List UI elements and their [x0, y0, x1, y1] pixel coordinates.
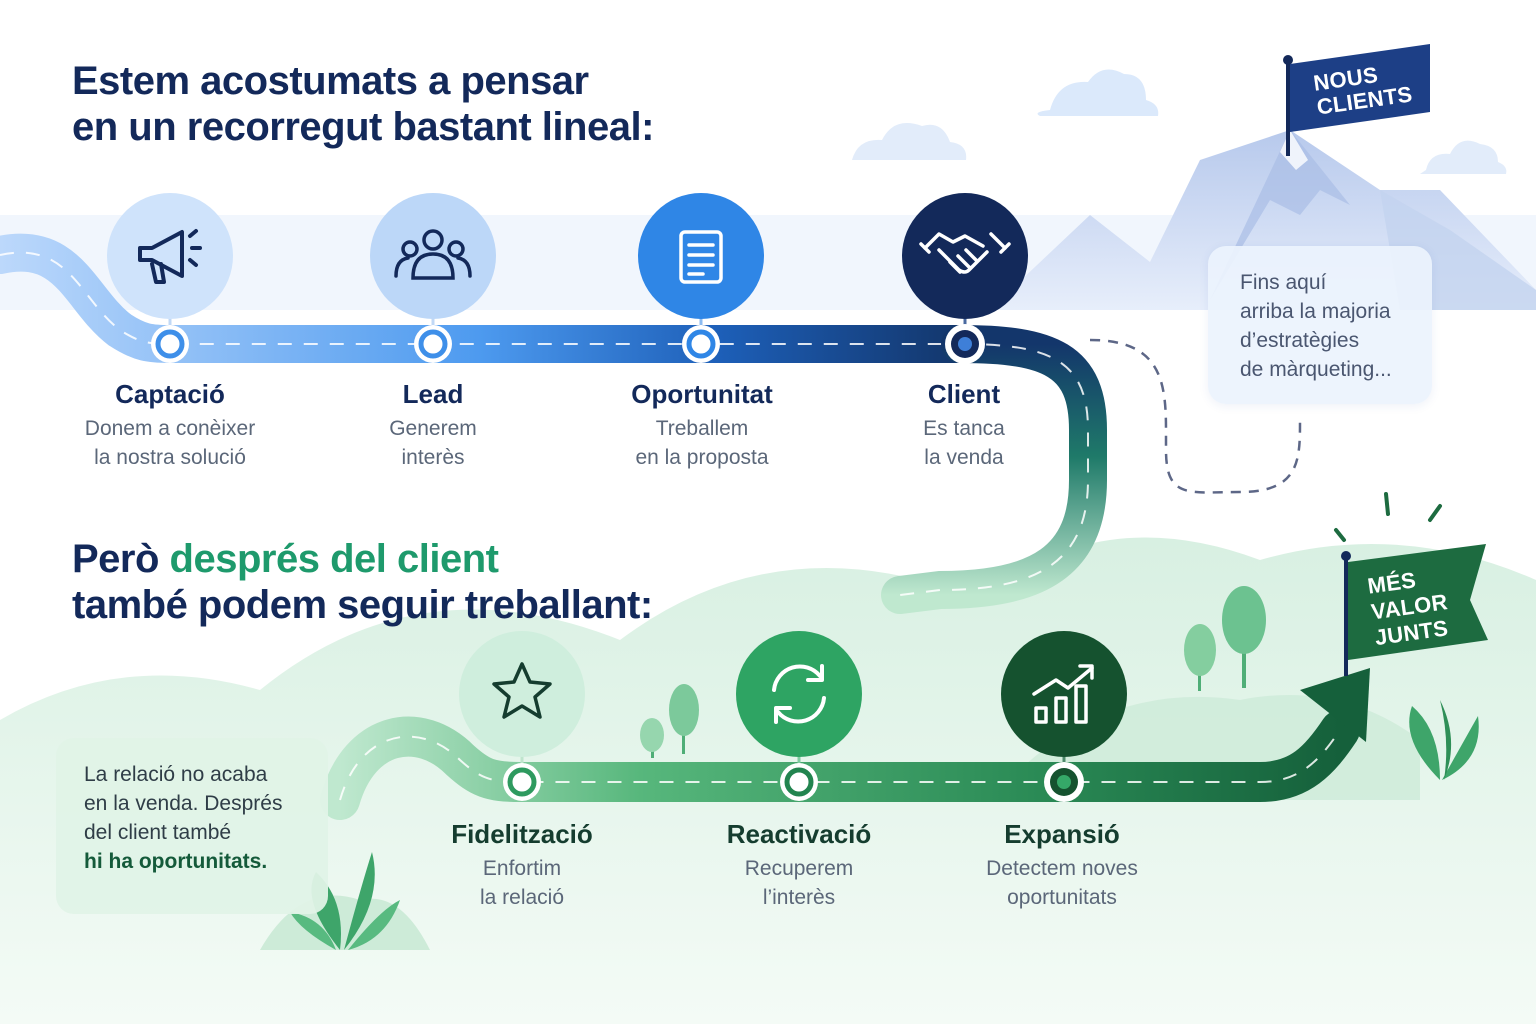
headline-top-line1: Estem acostumats a pensar: [72, 59, 589, 103]
stage-circle-reactivacio: [736, 631, 862, 768]
stage-title: Expansió: [1004, 819, 1120, 849]
stage-circle-oportunitat: [638, 193, 764, 330]
stage-oportunitat: Oportunitat Treballem en la proposta: [572, 378, 832, 472]
stage-circle-lead: [370, 193, 496, 330]
flag-mes-valor-junts: [1334, 492, 1488, 676]
tree: [669, 684, 699, 754]
headline-top-line2: en un recorregut bastant lineal:: [72, 105, 654, 149]
stage-desc-line: Recuperem: [744, 857, 854, 880]
sparkle-lines-icon: [1334, 492, 1442, 542]
stage-desc-line: interès: [401, 446, 465, 469]
document-icon: [679, 230, 723, 284]
road-node: [780, 763, 818, 801]
growth-chart-icon: [1032, 664, 1094, 724]
stage-title: Reactivació: [726, 819, 872, 849]
flag-mes-valor-junts-text: MÉS VALOR JUNTS: [1366, 563, 1453, 651]
stage-desc-line: Donem a conèixer: [84, 417, 256, 440]
stage-desc-line: en la proposta: [635, 446, 769, 469]
stage-fidelitzacio: Fidelització Enfortim la relació: [392, 818, 652, 912]
stage-client: Client Es tanca la venda: [834, 378, 1094, 472]
stage-expansio: Expansió Detectem noves oportunitats: [932, 818, 1192, 912]
tree: [1222, 586, 1266, 688]
refresh-icon: [772, 664, 826, 724]
stage-description: Detectem noves oportunitats: [932, 854, 1192, 912]
stage-title: Client: [927, 379, 1001, 409]
headline-bottom-accent: després del client: [169, 537, 499, 581]
stage-desc-line: l’interès: [762, 886, 836, 909]
stage-circle-client: [902, 193, 1028, 330]
road-node: [1044, 762, 1084, 802]
stage-desc-line: la relació: [479, 886, 565, 909]
note-line: La relació no acaba: [84, 763, 268, 786]
stage-captacio: Captació Donem a conèixer la nostra solu…: [40, 378, 300, 472]
note-line: en la venda. Després: [84, 792, 283, 815]
headline-bottom-prefix: Però: [72, 537, 170, 581]
note-line: arriba la majoria: [1240, 300, 1391, 323]
stage-description: Generem interès: [303, 414, 563, 472]
road-node: [151, 325, 189, 363]
stage-desc-line: Detectem noves: [986, 857, 1138, 880]
stage-description: Donem a conèixer la nostra solució: [40, 414, 300, 472]
road-node: [503, 763, 541, 801]
megaphone-icon: [138, 229, 202, 284]
stage-desc-line: Es tanca: [923, 417, 1005, 440]
tree: [640, 718, 664, 758]
note-line: de màrqueting...: [1240, 358, 1392, 381]
stage-desc-line: oportunitats: [1007, 886, 1117, 909]
stage-description: Enfortim la relació: [392, 854, 652, 912]
road-node: [945, 324, 985, 364]
people-icon: [394, 229, 472, 280]
note-after-sale: La relació no acaba en la venda. Després…: [56, 738, 328, 914]
stage-desc-line: la nostra solució: [94, 446, 246, 469]
star-icon: [492, 662, 552, 719]
stage-description: Recuperem l’interès: [669, 854, 929, 912]
stage-title: Fidelització: [451, 819, 593, 849]
note-marketing-limit: Fins aquí arriba la majoria d’estratègie…: [1208, 246, 1432, 404]
stage-title: Captació: [115, 379, 225, 409]
flag-nous-clients: [1283, 44, 1430, 156]
note-line: d’estratègies: [1240, 329, 1360, 352]
road-node: [414, 325, 452, 363]
stage-reactivacio: Reactivació Recuperem l’interès: [669, 818, 929, 912]
stage-title: Oportunitat: [631, 379, 773, 409]
headline-top: Estem acostumats a pensar en un recorreg…: [72, 58, 654, 150]
cloud: [844, 123, 967, 160]
stage-desc-line: la venda: [924, 446, 1004, 469]
stage-description: Es tanca la venda: [834, 414, 1094, 472]
note-line-emphasis: hi ha oportunitats.: [84, 850, 268, 873]
headline-bottom: Però després del client també podem segu…: [72, 536, 653, 628]
handshake-icon: [919, 232, 1011, 274]
stage-circle-captacio: [107, 193, 233, 330]
note-line: Fins aquí: [1240, 271, 1327, 294]
stage-description: Treballem en la proposta: [572, 414, 832, 472]
road-node: [682, 325, 720, 363]
stage-circle-expansio: [1001, 631, 1127, 768]
arrow-head: [1300, 668, 1370, 742]
stage-desc-line: Enfortim: [482, 857, 562, 880]
cloud: [1420, 140, 1507, 174]
stage-desc-line: Generem: [389, 417, 477, 440]
note-line: del client també: [84, 821, 232, 844]
plant: [1409, 700, 1479, 780]
stage-desc-line: Treballem: [655, 417, 749, 440]
cloud: [1037, 69, 1159, 116]
headline-bottom-line2: també podem seguir treballant:: [72, 583, 653, 627]
stage-title: Lead: [402, 379, 464, 409]
tree: [1184, 624, 1216, 691]
stage-lead: Lead Generem interès: [303, 378, 563, 472]
